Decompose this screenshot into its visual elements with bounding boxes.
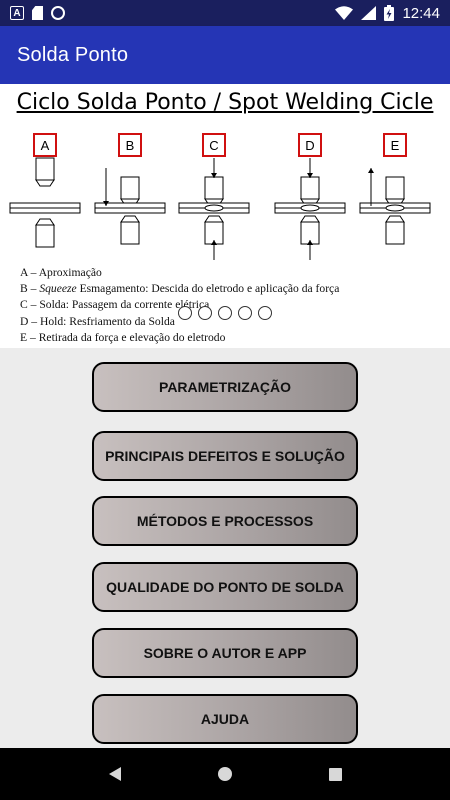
cycle-legend: A – Aproximação B – Squeeze Esmagamento:… (20, 265, 339, 346)
stage-label: D (305, 138, 314, 153)
image-slider[interactable]: Ciclo Solda Ponto / Spot Welding Cicle A… (0, 84, 450, 348)
system-nav-bar (0, 748, 450, 800)
slide-title: Ciclo Solda Ponto / Spot Welding Cicle (16, 90, 434, 115)
lower-sheet (9, 207, 81, 214)
page-dot[interactable] (218, 306, 232, 320)
stage-box (298, 133, 322, 157)
metodos-processos-button[interactable]: MÉTODOS E PROCESSOS (92, 496, 358, 546)
a-notification-icon: A (10, 6, 24, 20)
lower-electrode-tip (35, 218, 55, 226)
lower-electrode-tip (120, 215, 140, 223)
upper-electrode-tip (35, 179, 55, 187)
home-icon[interactable] (217, 767, 232, 781)
force-down-arrow-head (307, 173, 313, 178)
sync-circle-icon (51, 6, 65, 20)
lower-electrode-tip (300, 215, 320, 223)
status-right: 12:44 (335, 5, 440, 22)
legend-item-d: D – Hold: Resfriamento da Solda (20, 314, 175, 328)
defeitos-solucao-button[interactable]: PRINCIPAIS DEFEITOS E SOLUÇÃO (92, 431, 358, 481)
upper-electrode (204, 176, 224, 200)
legend-item-e: E – Retirada da força e elevação do elet… (20, 330, 226, 344)
status-time: 12:44 (402, 4, 440, 22)
qualidade-ponto-button[interactable]: QUALIDADE DO PONTO DE SOLDA (92, 562, 358, 612)
stage-box (383, 133, 407, 157)
stage-label: C (209, 138, 218, 153)
app-toolbar: Solda Ponto (0, 26, 450, 84)
back-icon[interactable] (108, 767, 121, 781)
stage-box (118, 133, 142, 157)
upper-electrode (385, 176, 405, 200)
weld-nugget (300, 204, 320, 212)
stage-label: E (391, 138, 400, 153)
lower-electrode-tip (385, 215, 405, 223)
upper-sheet (9, 202, 81, 209)
recent-apps-icon[interactable] (328, 767, 342, 781)
stage-label: B (126, 138, 135, 153)
upper-electrode (300, 176, 320, 200)
wifi-icon (335, 6, 354, 20)
retract-arrow-head (368, 168, 374, 173)
sobre-autor-button[interactable]: SOBRE O AUTOR E APP (92, 628, 358, 678)
battery-charging-icon (384, 5, 395, 21)
stage-box (33, 133, 57, 157)
page-dot[interactable] (258, 306, 272, 320)
lower-electrode-tip (204, 215, 224, 223)
lower-electrode (35, 224, 55, 248)
stage-box (202, 133, 226, 157)
menu-area: PARAMETRIZAÇÃO PRINCIPAIS DEFEITOS E SOL… (0, 348, 450, 748)
status-bar: A 12:44 (0, 0, 450, 26)
parametrizacao-button[interactable]: PARAMETRIZAÇÃO (92, 362, 358, 412)
lower-sheet (94, 207, 166, 214)
ajuda-button[interactable]: AJUDA (92, 694, 358, 744)
lower-electrode (385, 221, 405, 245)
force-down-arrow-head (211, 173, 217, 178)
upper-electrode (120, 176, 140, 200)
weld-nugget (385, 204, 405, 212)
sd-card-icon (32, 6, 43, 20)
stage-label: A (41, 138, 50, 153)
app-title: Solda Ponto (17, 43, 129, 66)
squeeze-arrow-head (103, 201, 109, 206)
legend-item-b: B – Squeeze Esmagamento: Descida do elet… (20, 282, 340, 296)
legend-item-a: A – Aproximação (20, 266, 102, 279)
upper-electrode (35, 157, 55, 181)
force-up-arrow-head (307, 240, 313, 245)
lower-electrode (120, 221, 140, 245)
spot-welding-cycle-diagram: A B C D E (9, 133, 431, 260)
slider-page-indicator (178, 306, 272, 320)
legend-item-c: C – Solda: Passagem da corrente elétrica (20, 298, 210, 312)
signal-icon (361, 6, 377, 20)
force-up-arrow-head (211, 240, 217, 245)
page-dot[interactable] (178, 306, 192, 320)
status-left: A (10, 6, 65, 20)
page-dot[interactable] (238, 306, 252, 320)
page-dot[interactable] (198, 306, 212, 320)
weld-nugget (204, 204, 224, 212)
